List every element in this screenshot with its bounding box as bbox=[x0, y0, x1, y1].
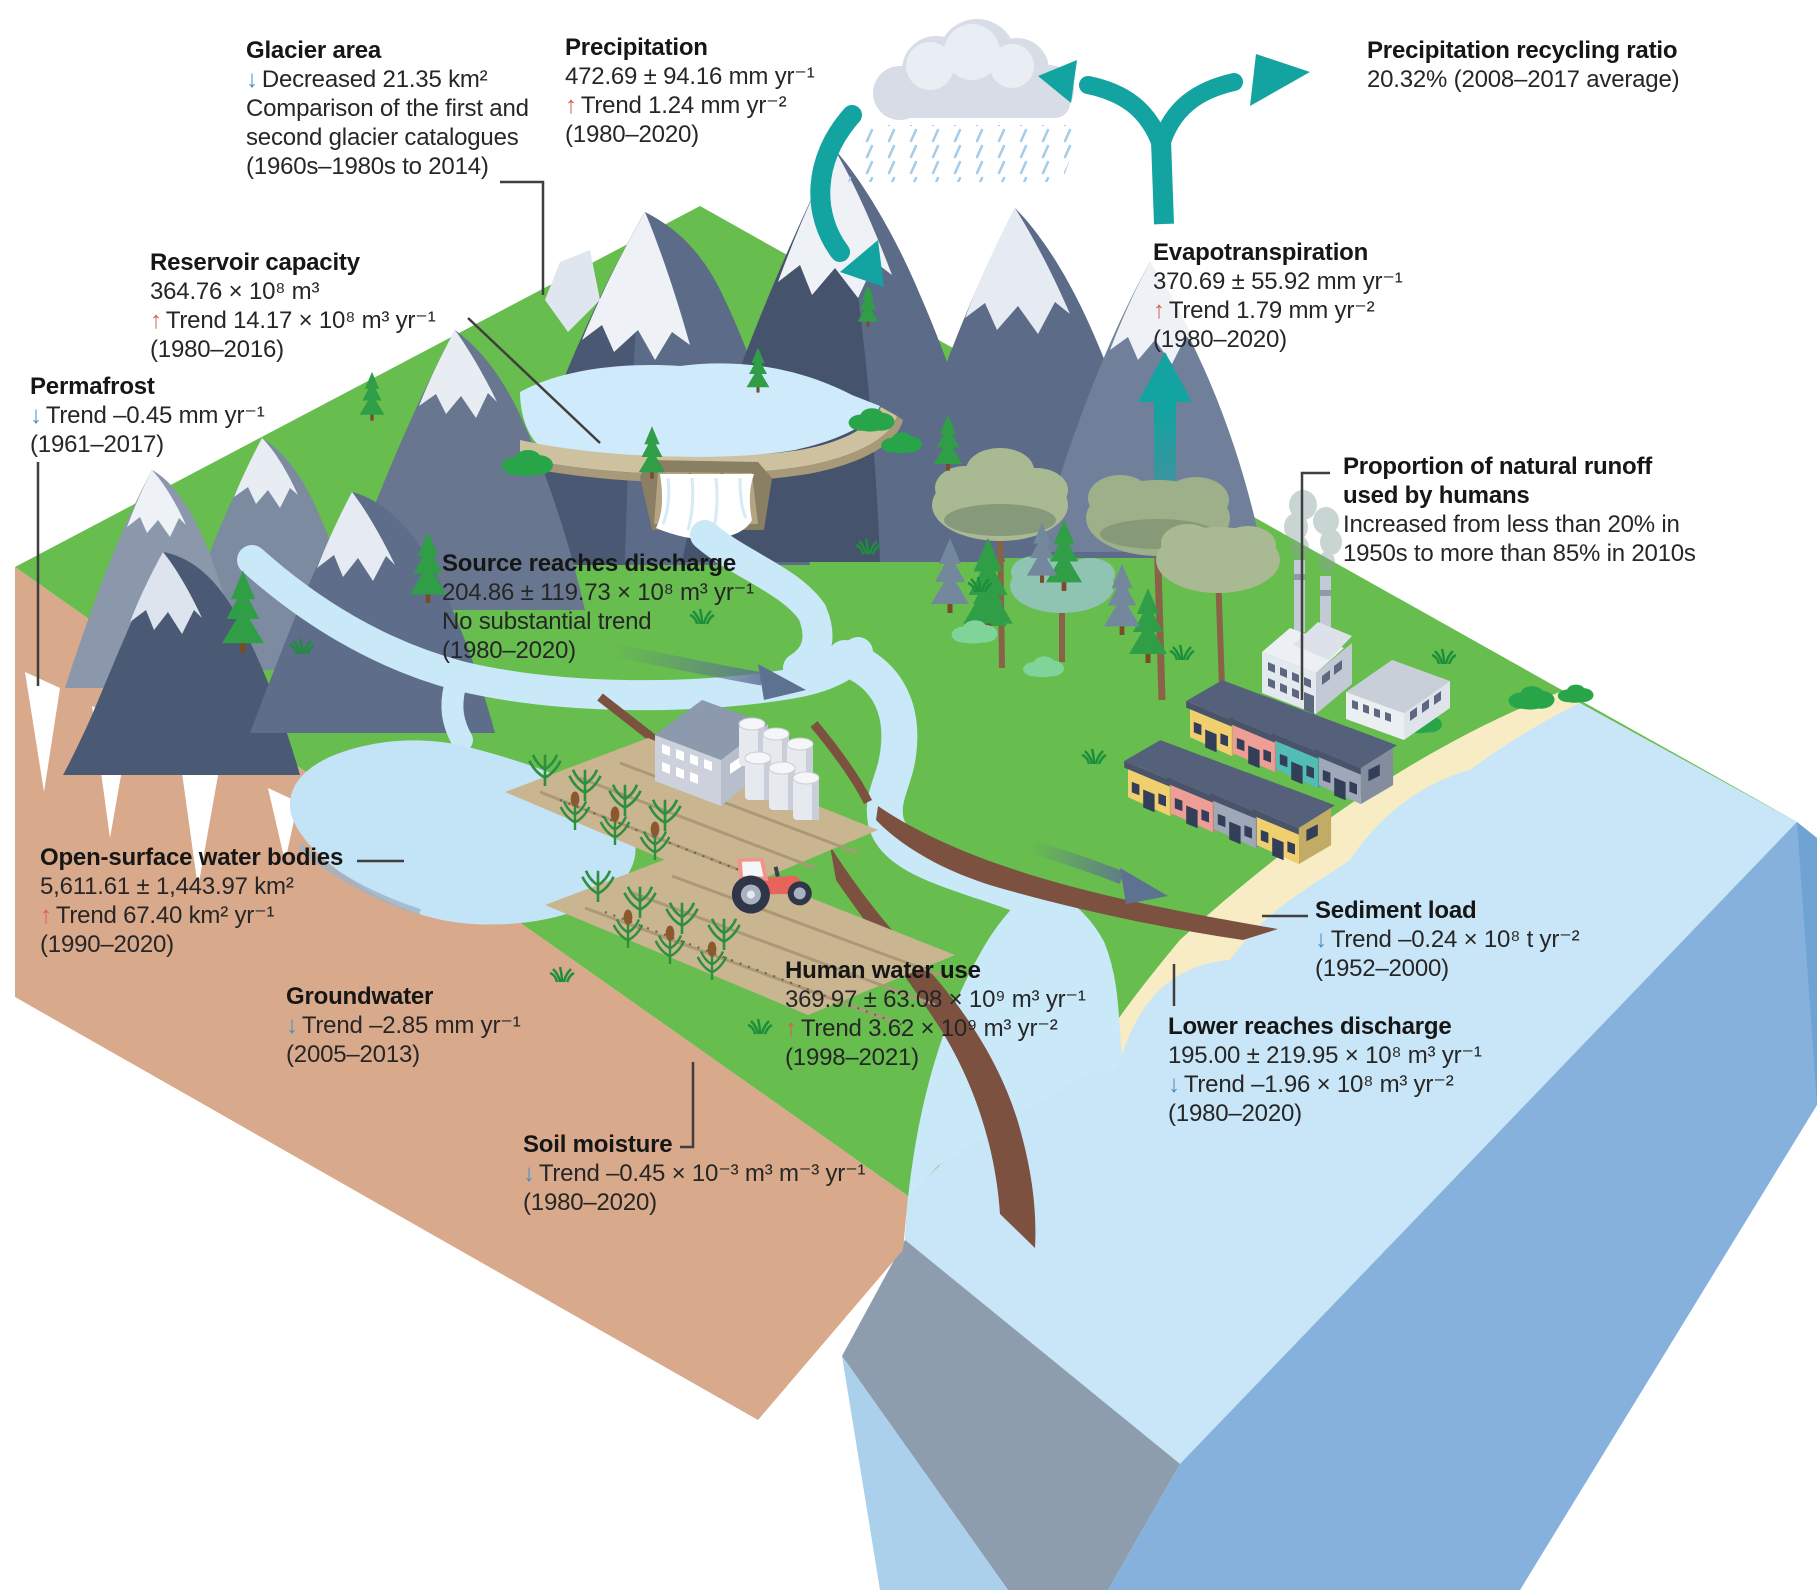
trend-down-icon: ↓ bbox=[523, 1160, 535, 1187]
farm bbox=[505, 700, 955, 1029]
leader-soil-moisture bbox=[680, 1062, 695, 1149]
sea-side-face bbox=[1797, 822, 1817, 1105]
reservoir bbox=[520, 363, 880, 459]
label-title: Reservoir capacity bbox=[150, 249, 360, 276]
trend-down-icon: ↓ bbox=[246, 66, 258, 93]
mountain-range-left bbox=[63, 330, 585, 775]
label-title: Open-surface water bodies bbox=[40, 844, 344, 871]
trend-down-icon: ↓ bbox=[1315, 926, 1327, 953]
trend-up-icon: ↑ bbox=[565, 92, 577, 119]
sediment-banks bbox=[830, 806, 1278, 1248]
underwater-face bbox=[842, 1356, 1008, 1590]
leader-glacier-area bbox=[500, 180, 545, 295]
trend-down-icon: ↓ bbox=[1168, 1071, 1180, 1098]
label-groundwater: Groundwater ↓Trend –2.85 mm yr⁻¹ (2005–2… bbox=[286, 983, 521, 1068]
snow-cap bbox=[582, 212, 690, 360]
label-sediment-load: Sediment load ↓Trend –0.24 × 10⁸ t yr⁻² … bbox=[1315, 897, 1580, 982]
river-mouth bbox=[908, 888, 1105, 1198]
snow-cap bbox=[1110, 262, 1196, 364]
trend-down-icon: ↓ bbox=[286, 1012, 298, 1039]
label-title: Groundwater bbox=[286, 983, 434, 1010]
rain-cloud-icon bbox=[873, 19, 1074, 120]
label-title: Soil moisture bbox=[523, 1131, 673, 1158]
trend-up-icon: ↑ bbox=[1153, 297, 1165, 324]
deciduous-trees bbox=[932, 448, 1280, 701]
label-precipitation: Precipitation 472.69 ± 94.16 mm yr⁻¹ ↑Tr… bbox=[565, 34, 815, 148]
hydrography bbox=[237, 363, 1278, 1248]
soil-cross-section bbox=[15, 567, 908, 1420]
label-open-surface-water: Open-surface water bodies 5,611.61 ± 1,4… bbox=[40, 844, 344, 958]
label-natural-runoff: Proportion of natural runoff used by hum… bbox=[1343, 453, 1696, 567]
river-flow-arrow-upstream bbox=[613, 643, 806, 700]
label-permafrost: Permafrost ↓Trend –0.45 mm yr⁻¹ (1961–20… bbox=[30, 373, 265, 458]
label-reservoir-capacity: Reservoir capacity 364.76 × 10⁸ m³ ↑Tren… bbox=[150, 249, 436, 363]
dam-wall bbox=[520, 407, 897, 475]
waterfall bbox=[656, 474, 754, 540]
precipitation-arrow bbox=[810, 105, 884, 287]
trend-up-icon: ↑ bbox=[150, 307, 162, 334]
warehouse bbox=[1346, 660, 1450, 740]
leader-natural-runoff bbox=[1300, 471, 1330, 700]
recycling-branch-export bbox=[1152, 73, 1243, 154]
label-title: Glacier area bbox=[246, 37, 382, 64]
label-precipitation-recycling: Precipitation recycling ratio 20.32% (20… bbox=[1367, 37, 1680, 93]
label-title: Evapotranspiration bbox=[1153, 239, 1369, 266]
river-west bbox=[237, 545, 873, 711]
recycling-branch-to-cloud bbox=[1079, 76, 1170, 154]
river-upper bbox=[690, 520, 833, 683]
moisture-recycling-arrow bbox=[1038, 54, 1310, 225]
crop-field bbox=[505, 738, 878, 890]
label-evapotranspiration: Evapotranspiration 370.69 ± 55.92 mm yr⁻… bbox=[1153, 239, 1403, 353]
river-flow-arrow-downstream bbox=[1028, 839, 1168, 904]
tractor bbox=[731, 858, 812, 914]
label-title: Precipitation bbox=[565, 34, 708, 61]
label-soil-moisture: Soil moisture ↓Trend –0.45 × 10⁻³ m³ m⁻³… bbox=[523, 1131, 866, 1216]
label-title: Source reaches discharge bbox=[442, 550, 737, 577]
snow-cap bbox=[965, 208, 1070, 334]
label-glacier-area: Glacier area ↓Decreased 21.35 km² Compar… bbox=[246, 37, 529, 180]
label-lower-reaches-discharge: Lower reaches discharge 195.00 ± 219.95 … bbox=[1168, 1013, 1482, 1127]
label-title: Precipitation recycling ratio bbox=[1367, 37, 1678, 64]
trend-up-icon: ↑ bbox=[40, 902, 52, 929]
glacier-patch bbox=[545, 250, 600, 332]
river-lower bbox=[827, 640, 1122, 1074]
sea-front-face bbox=[1108, 822, 1817, 1590]
rain bbox=[848, 125, 1082, 182]
underwater-wall bbox=[842, 1240, 1180, 1590]
leader-reservoir bbox=[467, 317, 601, 444]
label-source-reaches-discharge: Source reaches discharge 204.86 ± 119.73… bbox=[442, 550, 754, 664]
label-title: Proportion of natural runoff bbox=[1343, 453, 1653, 480]
leader-lines bbox=[36, 180, 1330, 1149]
dam-wall-shadow bbox=[520, 416, 903, 483]
label-human-water-use: Human water use 369.97 ± 63.08 × 10⁹ m³ … bbox=[785, 957, 1086, 1071]
sea-surface bbox=[905, 692, 1797, 1464]
label-title: Permafrost bbox=[30, 373, 155, 400]
label-title: Lower reaches discharge bbox=[1168, 1013, 1452, 1040]
vegetation bbox=[222, 285, 1594, 1036]
trend-down-icon: ↓ bbox=[30, 402, 42, 429]
grain-silos bbox=[738, 717, 820, 820]
trend-up-icon: ↑ bbox=[785, 1015, 797, 1042]
label-title: Sediment load bbox=[1315, 897, 1477, 924]
label-title: Human water use bbox=[785, 957, 981, 984]
